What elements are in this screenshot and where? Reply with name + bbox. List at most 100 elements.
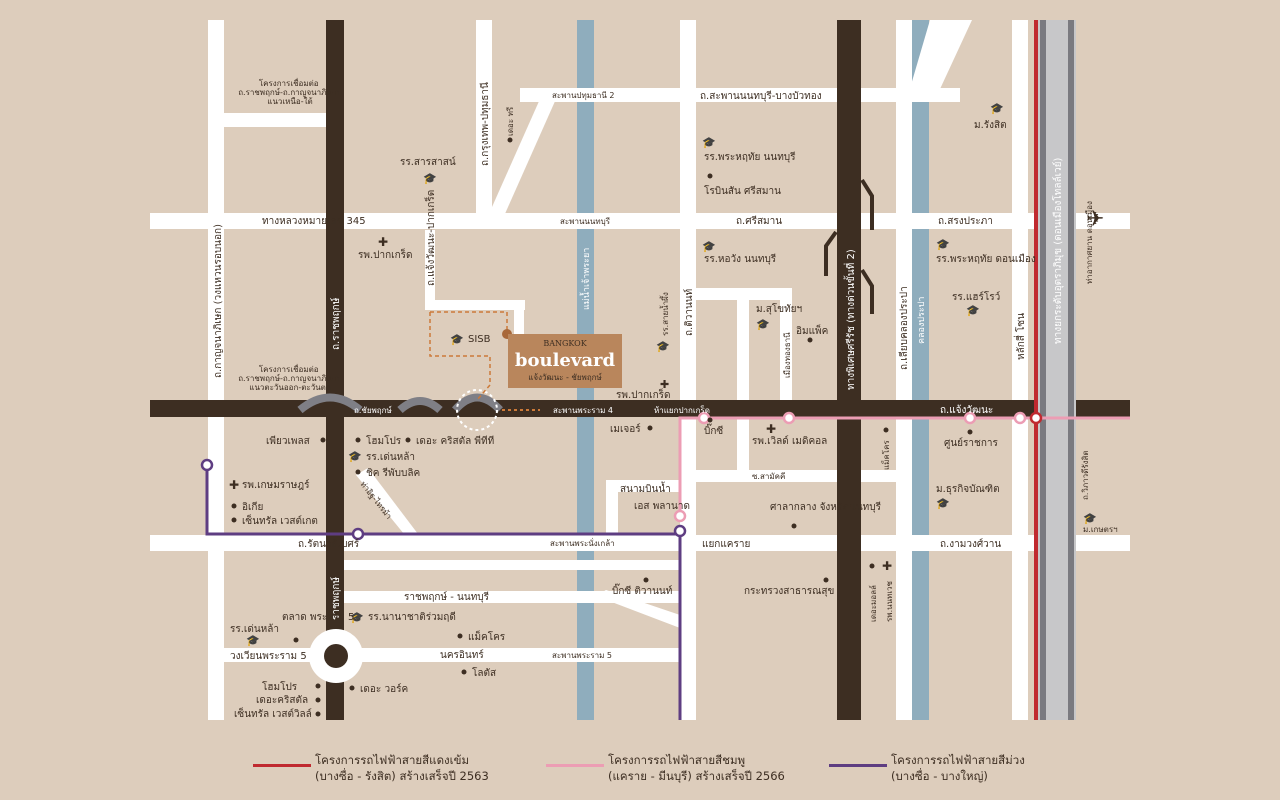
label-lak-si: หลักสี่ โซน bbox=[1013, 313, 1027, 360]
poi-kasetsart: ม.เกษตรฯ bbox=[1083, 525, 1118, 534]
poi-labels: เดอะ ทรี รร.สารสาสน์ 🎓 ✚ รพ.ปากเกร็ด 🎓 S… bbox=[229, 102, 1118, 720]
hospital-icon: ✚ bbox=[378, 235, 388, 249]
project-marker: BANGKOK boulevard แจ้งวัฒนะ - ชัยพฤกษ์ bbox=[502, 329, 622, 388]
poi-impact: อิมแพ็ค bbox=[796, 323, 828, 337]
school-icon: 🎓 bbox=[1083, 512, 1097, 525]
poi-robinson: โรบินสัน ศรีสมาน bbox=[704, 184, 781, 197]
airplane-icon: ✈ bbox=[1086, 207, 1104, 232]
school-icon: 🎓 bbox=[966, 304, 980, 317]
legend-red-title: โครงการรถไฟฟ้าสายสีแดงเข้ม bbox=[315, 753, 470, 767]
label-ratchaphruek-road2: ราชพฤกษ์ bbox=[330, 577, 342, 620]
label-chakkrapong: ถ.แจ้งวัฒนะ-ปากเกร็ด bbox=[423, 190, 437, 286]
school-icon: 🎓 bbox=[656, 340, 670, 353]
poi-lotus: โลตัส bbox=[472, 666, 496, 679]
poi-talat-p5: ตลาด พระราม 5 bbox=[282, 612, 354, 623]
label-khlong-prapa-road: ถ.เลียบคลองประปา bbox=[898, 286, 910, 370]
tollway bbox=[1038, 20, 1076, 720]
interchange bbox=[297, 389, 503, 431]
poi-world-medical: รพ.เวิลด์ เมดิคอล bbox=[752, 435, 827, 447]
hospital-icon: ✚ bbox=[766, 422, 776, 436]
label-hwy-sirat: ทางพิเศษศรีรัช (ทางด่วนขั้นที่ 2) bbox=[843, 249, 857, 390]
label-krungthep-pathum: ถ.กรุงเทพ-ปทุมธานี bbox=[479, 82, 491, 166]
svg-text:โครงการเชื่อมต่อ ถ.ราชพฤ: โครงการเชื่อมต่อ ถ.ราชพฤกษ์-ถ.กาญจนาภิเษ… bbox=[238, 363, 342, 392]
poi-the-mall: เดอะมอลล์ bbox=[868, 585, 878, 622]
poi-central-westville: เซ็นทรัล เวสต์วิลล์ bbox=[234, 706, 312, 720]
label-rattanathibet: ถ.รัตนาธิเบศร์ bbox=[298, 538, 360, 550]
school-icon: 🎓 bbox=[350, 611, 364, 624]
road-labels: ทางหลวงหมายเลข 345 สะพานนนทบุรี ถ.ศรีสมา… bbox=[213, 82, 1090, 662]
poi-sanam-bin-nam: สนามบินน้ำ bbox=[620, 481, 671, 495]
school-icon: 🎓 bbox=[756, 318, 770, 331]
label-sriman: ถ.ศรีสมาน bbox=[736, 215, 782, 227]
project-access-route bbox=[429, 312, 508, 401]
location-map: BANGKOK boulevard แจ้งวัฒนะ - ชัยพฤกษ์ ท… bbox=[150, 20, 1130, 720]
poi-rangsit-uni: ม.รังสิต bbox=[974, 120, 1007, 131]
connector-notes: โครงการเชื่อมต่อ ถ.ราชพฤกษ์-ถ.กาญจนาภิเษ… bbox=[238, 77, 342, 392]
label-phraram4: สะพานพระราม 4 bbox=[553, 406, 613, 415]
label-ratchaphruek-nonthaburi: ราชพฤกษ์ - นนทบุรี bbox=[404, 591, 490, 603]
pink-line bbox=[678, 416, 1130, 515]
poi-nonthavej: รพ.นนทเวช bbox=[885, 580, 894, 622]
label-wongwian-phraram5: วงเวียนพระราม 5 bbox=[230, 650, 307, 662]
poi-govt-center: ศูนย์ราชการ bbox=[944, 437, 998, 449]
hospital-icon: ✚ bbox=[882, 559, 892, 573]
poi-homepro-2: โฮมโปร bbox=[262, 680, 298, 693]
label-mueang-thong: เมืองทองธานี bbox=[783, 332, 792, 378]
label-nakhon-in: นครอินทร์ bbox=[440, 649, 484, 661]
poi-moph: กระทรวงสาธารณสุข bbox=[744, 586, 834, 597]
hospital-icon: ✚ bbox=[660, 378, 669, 391]
poi-sarasas: รร.สารสาสน์ bbox=[400, 156, 456, 168]
legend-purple-title: โครงการรถไฟฟ้าสายสีม่วง bbox=[891, 753, 1025, 767]
poi-tenlao-p5: รร.เด่นหล้า bbox=[230, 623, 279, 635]
label-saphan-nonthaburi: สะพานนนทบุรี bbox=[560, 217, 611, 226]
legend-purple: โครงการรถไฟฟ้าสายสีม่วง (บางซื่อ - บางให… bbox=[829, 752, 1079, 792]
poi-sisb: SISB bbox=[468, 334, 491, 345]
label-pakkret-junction: ห้าแยกปากเกร็ด bbox=[654, 405, 710, 415]
legend-pink-swatch bbox=[546, 764, 604, 767]
school-icon: 🎓 bbox=[348, 450, 362, 463]
label-pathumthani2: สะพานปทุมธานี 2 bbox=[552, 91, 615, 100]
poi-esplanade: เอส พลานาด bbox=[634, 501, 690, 512]
poi-sainam: รร.สายน้ำผึ้ง bbox=[659, 292, 670, 336]
brand-top: BANGKOK bbox=[543, 339, 587, 348]
poi-horwang: รร.หอวัง นนทบุรี bbox=[704, 253, 777, 265]
poi-makro-cw: แม็คโคร bbox=[881, 440, 891, 470]
label-kanchanaphisek: ถ.กาญจนาภิเษก (วงแหวนรอบนอก) bbox=[213, 224, 224, 378]
expressway-ramps bbox=[824, 178, 874, 314]
stations bbox=[200, 411, 1043, 541]
school-icon: 🎓 bbox=[450, 333, 464, 346]
poi-the-walk: เดอะ วอร์ค bbox=[360, 683, 408, 695]
poi-pakkret-hosp: รพ.ปากเกร็ด bbox=[358, 247, 413, 261]
brand-sub: แจ้งวัฒนะ - ชัยพฤกษ์ bbox=[528, 372, 602, 382]
red-line bbox=[1034, 20, 1038, 720]
poi-the-tree: เดอะ ทรี bbox=[506, 106, 515, 136]
label-samakkhi: ซ.สามัคคี bbox=[752, 472, 785, 481]
poi-dhurakij: ม.ธุรกิจบัณฑิต bbox=[936, 484, 1000, 495]
poi-prathai-donmueang: รร.พระหฤทัย ดอนเมือง bbox=[936, 253, 1036, 265]
poi-provincial-hall: ศาลากลาง จังหวัดนนทบุรี bbox=[770, 501, 882, 513]
label-ratchaphruek-road: ถ.ราชพฤกษ์ bbox=[330, 297, 342, 350]
poi-stou: ม.สุโขทัยฯ bbox=[756, 302, 802, 315]
major-roads bbox=[150, 20, 1130, 720]
label-khae-rai: แยกแคราย bbox=[702, 539, 750, 550]
poi-homepro: โฮมโปร bbox=[366, 434, 402, 447]
legend-purple-desc: (บางซื่อ - บางใหญ่) bbox=[891, 769, 988, 783]
label-ngamwongwan: ถ.งามวงศ์วาน bbox=[940, 538, 1001, 550]
school-icon: 🎓 bbox=[936, 238, 950, 251]
label-chaiyaphruek: ถ.ชัยพฤกษ์ bbox=[354, 405, 392, 415]
poi-tenlao: รร.เด่นหล้า bbox=[366, 451, 415, 463]
brand-main: boulevard bbox=[515, 350, 616, 371]
label-phranangklao: สะพานพระนั่งเกล้า bbox=[550, 537, 615, 548]
legend-purple-swatch bbox=[829, 764, 887, 767]
hospital-icon: ✚ bbox=[229, 478, 239, 492]
poi-pakkret-hosp-2: รพ.ปากเกร็ด bbox=[616, 387, 671, 401]
label-nont-bangbuathong: ถ.สะพานนนทบุรี-บางบัวทอง bbox=[700, 90, 822, 102]
poi-pure-place: เพียวเพลส bbox=[266, 435, 310, 447]
purple-line bbox=[205, 465, 682, 720]
poi-major: เมเจอร์ bbox=[610, 423, 641, 435]
poi-don-mueang-airport: ท่าอากาศยาน ดอนเมือง bbox=[1085, 201, 1094, 284]
poi-chic-republic: ชิค รีพับบลิค bbox=[366, 467, 420, 479]
label-chaengwattana: ถ.แจ้งวัฒนะ bbox=[940, 404, 993, 416]
school-icon: 🎓 bbox=[936, 497, 950, 510]
svg-text:โครงการเชื่อมต่อ ถ.ราชพฤ: โครงการเชื่อมต่อ ถ.ราชพฤกษ์-ถ.กาญจนาภิเษ… bbox=[238, 77, 342, 106]
